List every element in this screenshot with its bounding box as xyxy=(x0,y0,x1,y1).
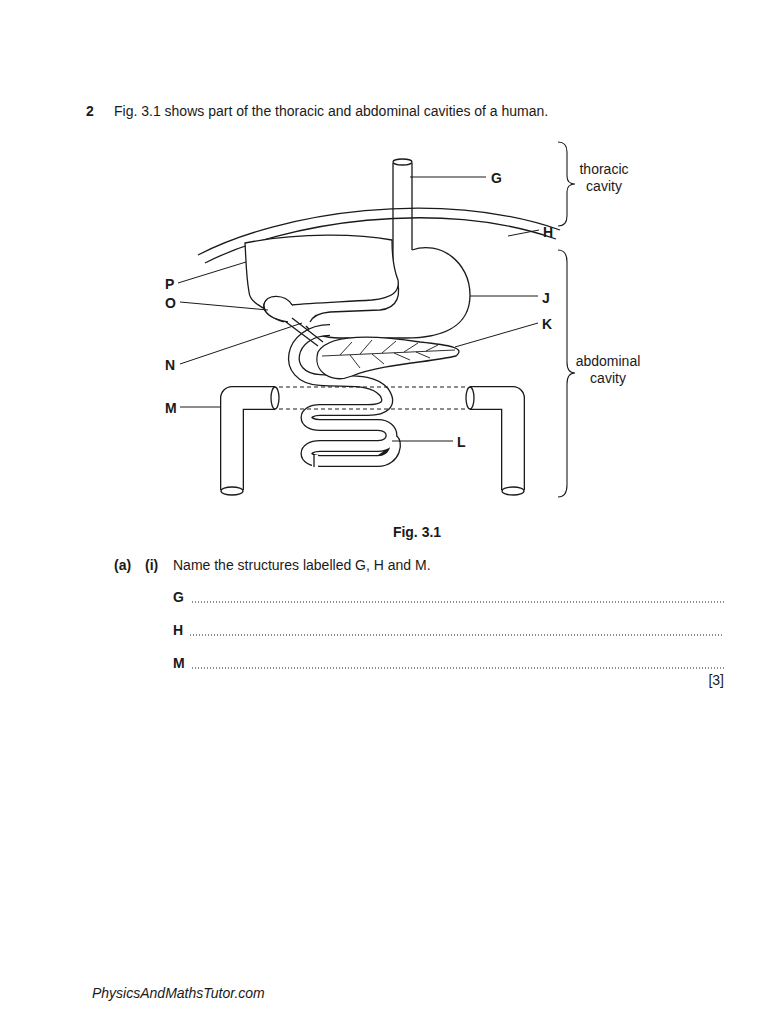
part-label: K xyxy=(542,316,552,333)
question-number: 2 xyxy=(86,103,94,120)
large-intestine xyxy=(221,387,524,495)
mark-allocation: [3] xyxy=(708,672,724,689)
part-label: G xyxy=(491,170,502,187)
region-label: thoracic cavity xyxy=(567,161,641,195)
pancreatic-duct xyxy=(322,340,455,368)
oesophagus xyxy=(411,163,412,250)
footer-text: PhysicsAndMathsTutor.com xyxy=(92,985,265,1002)
part-label: P xyxy=(165,276,174,293)
part-label: N xyxy=(165,357,175,374)
part-number: (i) xyxy=(145,557,158,574)
part-label: H xyxy=(543,224,553,241)
part-label: O xyxy=(165,295,176,312)
answer-label: H xyxy=(173,622,183,639)
bracket xyxy=(558,250,575,497)
answer-line xyxy=(190,602,724,668)
region-label: abdominal cavity xyxy=(568,353,648,387)
question-text: Name the structures labelled G, H and M. xyxy=(173,557,431,574)
liver xyxy=(245,235,398,322)
bracket xyxy=(558,142,575,226)
part-label: L xyxy=(457,434,466,451)
figure-caption: Fig. 3.1 xyxy=(393,524,441,541)
answer-label: M xyxy=(173,655,185,672)
pancreas xyxy=(317,337,459,378)
question-text: Fig. 3.1 shows part of the thoracic and … xyxy=(114,103,548,120)
answer-label: G xyxy=(173,589,184,606)
part-label: J xyxy=(542,290,550,307)
bile-duct xyxy=(286,318,323,346)
part-number: (a) xyxy=(114,557,131,574)
part-label: M xyxy=(165,400,177,417)
gall-bladder xyxy=(264,296,292,322)
leader-line xyxy=(178,177,539,441)
oesophagus-end xyxy=(393,159,412,165)
